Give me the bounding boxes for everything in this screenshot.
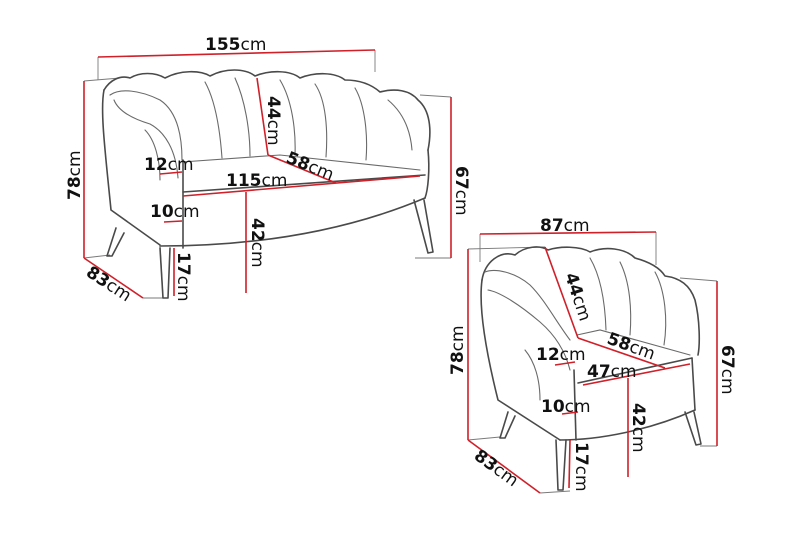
armchair-arm-height-label: 67cm	[717, 345, 737, 395]
sofa-height-label: 78cm	[65, 150, 85, 200]
armchair-leg-height-label: 17cm	[571, 442, 591, 492]
sofa-arm-width-label: 12cm	[144, 155, 194, 175]
armchair-back-height-label: 44cm	[560, 270, 594, 323]
sofa-arm-height-label: 67cm	[451, 166, 471, 216]
armchair-seat-width-label: 47cm	[587, 362, 637, 382]
sofa-width-label: 155cm	[205, 35, 266, 55]
sofa-seat-height-label: 42cm	[247, 218, 267, 268]
sofa-back-height-label: 44cm	[263, 96, 283, 146]
sofa-seat-width-label: 115cm	[226, 171, 287, 191]
sofa-seat-depth-label: 58cm	[283, 148, 336, 185]
armchair-depth-label: 83cm	[470, 446, 522, 491]
armchair-backrest-outline	[481, 246, 701, 356]
sofa-drawing	[83, 50, 452, 299]
armchair-height-label: 78cm	[448, 325, 468, 375]
armchair-width-label: 87cm	[540, 216, 590, 236]
armchair-arm-width-label: 12cm	[536, 345, 586, 365]
sofa-leg-height-label: 17cm	[173, 252, 193, 302]
armchair-cushion-label: 10cm	[541, 397, 591, 417]
sofa-cushion-label: 10cm	[150, 202, 200, 222]
sofa-dimension-lines	[83, 49, 452, 299]
armchair-seat-depth-label: 58cm	[604, 329, 657, 365]
armchair-dimension-lines	[467, 231, 718, 494]
sofa-depth-label: 83cm	[82, 262, 134, 306]
armchair-drawing	[467, 232, 718, 494]
sofa-backrest-outline	[103, 69, 431, 151]
armchair-seat-height-label: 42cm	[628, 403, 648, 453]
